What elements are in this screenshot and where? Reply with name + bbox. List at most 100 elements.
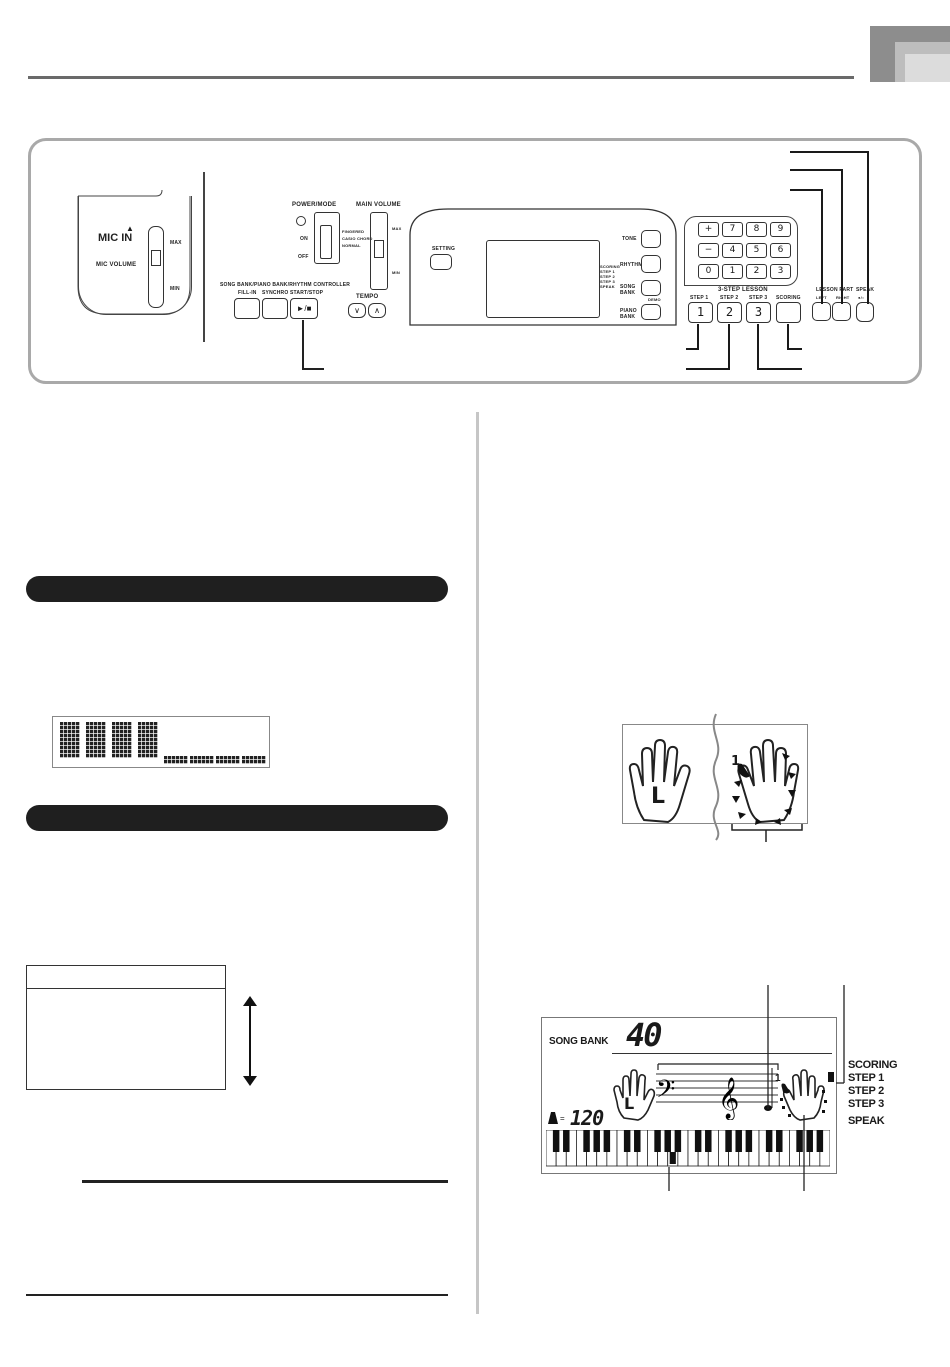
keypad-key-3[interactable]: 9 (770, 222, 791, 237)
mic-in-label: MIC IN (98, 232, 133, 244)
power-mode-switch[interactable] (314, 212, 340, 264)
table-header-rule (26, 988, 225, 989)
keypad-key-1[interactable]: 7 (722, 222, 743, 237)
lcd-black-key (603, 1130, 611, 1152)
mic-volume-slider[interactable] (148, 226, 164, 308)
lcd-l-letter: L (624, 1094, 635, 1113)
play-stop-icon: ►/■ (296, 304, 312, 313)
lcd-keyboard (546, 1130, 830, 1167)
step2-number: 2 (725, 305, 734, 319)
metronome-icon (548, 1112, 558, 1124)
lcd-black-key (776, 1130, 783, 1152)
lesson-label: 3-STEP LESSON (718, 287, 768, 293)
keypad-key-10[interactable]: 2 (746, 264, 767, 279)
hands-figure-finger-number: 1 (731, 754, 741, 769)
side-label-speak: SPEAK (600, 284, 615, 289)
lcd-black-key (593, 1130, 600, 1152)
matrix-char (112, 722, 132, 758)
lcd-black-key (552, 1130, 560, 1152)
power-mode-label: POWER/MODE (292, 202, 337, 208)
keypad-key-6[interactable]: 5 (746, 243, 767, 258)
display-screen (486, 240, 600, 318)
matrix-underline (190, 756, 214, 764)
lcd-black-key (623, 1130, 631, 1152)
lcd-song-bank-label: SONG BANK (549, 1036, 609, 1047)
section-title-bar-1 (26, 576, 448, 602)
step1-button[interactable]: 1 (688, 302, 713, 323)
rhythm-button[interactable] (641, 255, 661, 273)
main-volume-label: MAIN VOLUME (356, 202, 401, 208)
lcd-black-key (796, 1130, 803, 1152)
double-arrow-icon (243, 996, 257, 1086)
keypad-key-8[interactable]: 0 (698, 264, 719, 279)
lcd-side-speak: SPEAK (848, 1115, 885, 1127)
speak-label: SPEAK (856, 287, 875, 293)
matrix-char (60, 722, 80, 758)
lcd-hands (613, 1069, 827, 1121)
keypad-key-0[interactable]: + (698, 222, 719, 237)
lcd-segment-display (60, 722, 266, 764)
lcd-side-scoring: SCORING (848, 1059, 898, 1071)
lcd-black-key (725, 1130, 732, 1152)
left-hand-icon (628, 738, 691, 824)
setting-button[interactable] (430, 254, 452, 270)
lcd-callouts (668, 985, 845, 1191)
fill-in-button[interactable] (234, 298, 260, 319)
lcd-side-marker (828, 1072, 834, 1082)
speak-button[interactable] (856, 302, 874, 322)
tempo-equals: = (560, 1114, 565, 1123)
lcd-black-key (745, 1130, 753, 1152)
lcd-black-key (705, 1130, 712, 1152)
table-box (26, 965, 226, 1090)
keypad-key-9[interactable]: 1 (722, 264, 743, 279)
hands-figure-l-letter: L (651, 784, 666, 809)
main-volume-slider[interactable] (370, 212, 388, 290)
step2-label: STEP 2 (720, 295, 739, 301)
treble-clef-icon: 𝄞 (718, 1077, 739, 1120)
synchro-label: SYNCHRO (262, 290, 289, 296)
start-stop-label: START/STOP (290, 290, 324, 296)
keypad-key-2[interactable]: 8 (746, 222, 767, 237)
lcd-black-key (654, 1130, 661, 1152)
chevron-up-icon: ∧ (374, 306, 380, 315)
keypad-key-5[interactable]: 4 (722, 243, 743, 258)
lcd-key-marker (669, 1152, 676, 1164)
step3-button[interactable]: 3 (746, 302, 771, 323)
lcd-black-key (674, 1130, 682, 1152)
lcd-black-key (735, 1130, 742, 1152)
matrix-char (86, 722, 106, 758)
start-stop-button[interactable]: ►/■ (290, 298, 318, 319)
step2-button[interactable]: 2 (717, 302, 742, 323)
main-volume-knob[interactable] (374, 240, 384, 258)
lcd-black-key (664, 1130, 671, 1152)
tone-button[interactable] (641, 230, 661, 248)
mode-option-normal: NORMAL (342, 243, 361, 248)
lcd-black-key (806, 1130, 813, 1152)
lcd-finger-number: 1 (775, 1073, 781, 1084)
display-housing (409, 208, 677, 326)
keypad-key-11[interactable]: 3 (770, 264, 791, 279)
keypad-key-4[interactable]: − (698, 243, 719, 258)
power-mode-knob[interactable] (320, 225, 332, 259)
synchro-button[interactable] (262, 298, 288, 319)
setting-label: SETTING (432, 246, 456, 252)
header-rule (28, 76, 854, 79)
matrix-underline (164, 756, 188, 764)
piano-bank-button[interactable] (641, 304, 661, 320)
side-label-scoring: SCORING (600, 264, 621, 269)
tempo-up-button[interactable]: ∧ (368, 303, 386, 318)
scoring-button[interactable] (776, 302, 801, 323)
note-rule-top (82, 1180, 448, 1183)
tempo-down-button[interactable]: ∨ (348, 303, 366, 318)
song-bank-label: SONG BANK (620, 284, 636, 296)
demo-label: DEMO (648, 297, 661, 302)
keyboard-panel (28, 138, 922, 384)
column-divider (476, 412, 479, 1314)
mic-volume-knob[interactable] (151, 250, 161, 266)
song-bank-button[interactable] (641, 280, 661, 296)
lcd-black-key (583, 1130, 590, 1152)
power-indicator (296, 216, 306, 226)
bass-clef-icon: 𝄢 (656, 1075, 675, 1110)
keypad-key-7[interactable]: 6 (770, 243, 791, 258)
lesson-part-label: LESSON PART (816, 287, 854, 293)
